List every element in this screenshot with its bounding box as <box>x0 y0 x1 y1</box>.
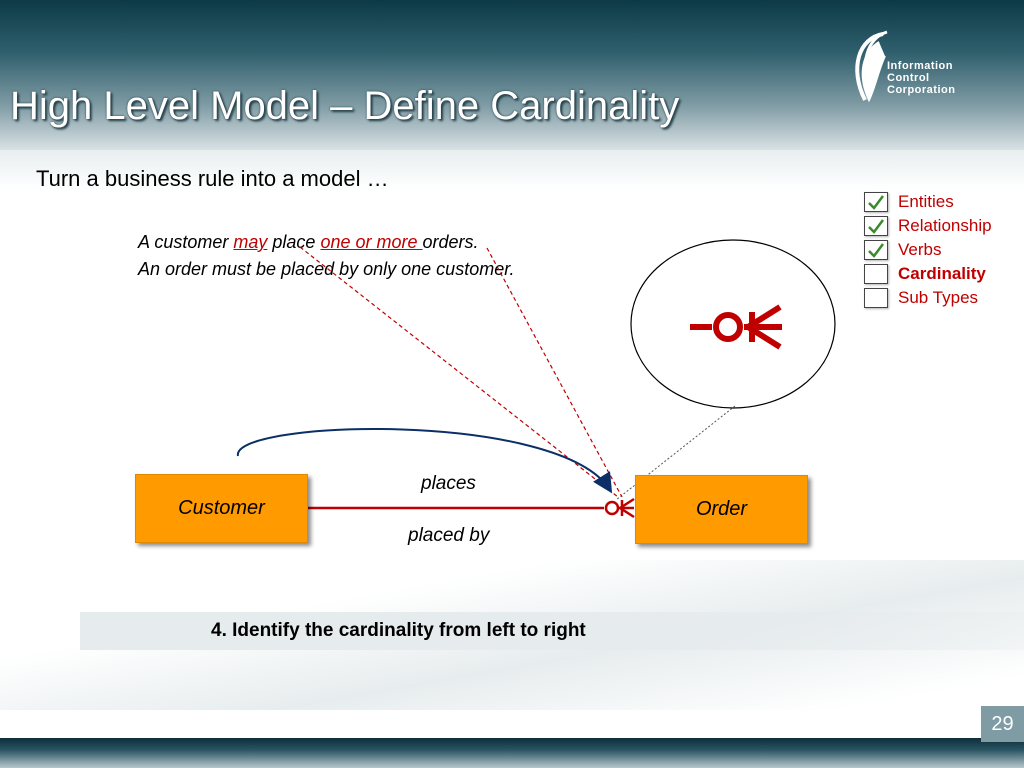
pointer-line-may <box>299 246 619 498</box>
logo-text: Information Control Corporation <box>887 60 955 96</box>
checklist-label: Relationship <box>898 216 992 235</box>
page-number: 29 <box>981 706 1024 742</box>
footer-band <box>0 738 1024 768</box>
logo-swoosh-icon <box>855 30 888 103</box>
entity-customer[interactable]: Customer <box>135 474 308 543</box>
logo-line-3: Corporation <box>887 84 956 96</box>
verb-places: places <box>421 473 476 494</box>
header-fade <box>0 150 1024 190</box>
entity-customer-label: Customer <box>178 497 265 519</box>
instruction-band <box>80 612 1024 650</box>
progress-checklist: Entities Relationship Verbs Cardinality … <box>864 190 992 310</box>
rule-text: place <box>267 232 321 252</box>
entity-order-label: Order <box>695 498 748 520</box>
slide-title: High Level Model – Define Cardinality <box>10 84 680 128</box>
checkbox <box>864 216 888 236</box>
checkbox <box>864 192 888 212</box>
rule-highlight-one-or-more: one or more <box>320 232 423 252</box>
zero-or-many-symbol <box>604 497 635 519</box>
entity-order[interactable]: Order <box>635 475 808 544</box>
rule-line-1: A customer may place one or more orders. <box>138 229 515 256</box>
rule-text: A customer <box>138 232 234 252</box>
checklist-item-verbs: Verbs <box>864 238 992 262</box>
header-band <box>0 0 1024 150</box>
business-rules: A customer may place one or more orders.… <box>138 229 515 283</box>
checkmark-icon <box>868 195 884 210</box>
direction-arrow <box>236 428 613 494</box>
rule-line-2: An order must be placed by only one cust… <box>138 259 515 279</box>
checklist-item-relationship: Relationship <box>864 214 992 238</box>
checkmark-icon <box>868 219 884 234</box>
rule-text: orders. <box>422 232 479 252</box>
checkbox <box>864 288 888 308</box>
rule-highlight-may: may <box>233 232 268 252</box>
checklist-label: Cardinality <box>898 264 986 283</box>
pointer-line-one-or-more <box>486 247 623 498</box>
instruction-text: 4. Identify the cardinality from left to… <box>211 620 586 641</box>
zero-or-many-symbol-large <box>690 304 782 350</box>
slide-subtitle: Turn a business rule into a model … <box>36 166 389 191</box>
checklist-label: Verbs <box>898 240 942 259</box>
checkbox <box>864 240 888 260</box>
checkbox <box>864 264 888 284</box>
logo-line-2: Control <box>887 72 930 84</box>
verb-placed-by: placed by <box>408 525 490 546</box>
checklist-item-entities: Entities <box>864 190 992 214</box>
logo-line-1: Information <box>887 60 953 72</box>
checkmark-icon <box>868 243 884 258</box>
zoom-leader-line <box>615 405 736 501</box>
checklist-label: Sub Types <box>898 288 979 307</box>
checklist-item-sub-types: Sub Types <box>864 286 992 310</box>
checklist-item-cardinality: Cardinality <box>864 262 992 286</box>
checklist-label: Entities <box>898 192 954 211</box>
